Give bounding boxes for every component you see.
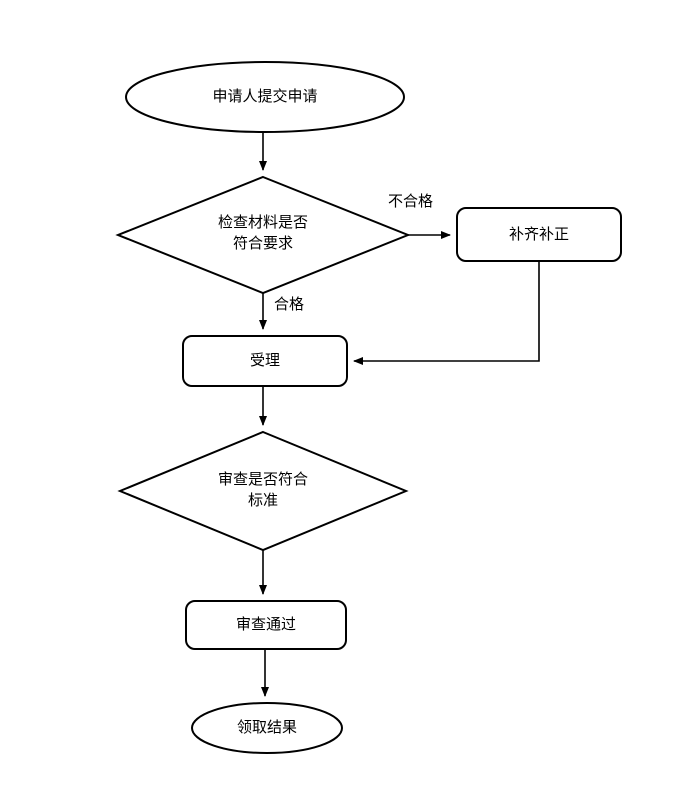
edge-label-bu-he-ge: 不合格 bbox=[388, 192, 434, 210]
node-accept-shape[interactable] bbox=[182, 335, 348, 387]
node-check-materials-shape[interactable] bbox=[115, 175, 411, 295]
edge-label-he-ge: 合格 bbox=[274, 295, 305, 313]
node-start-shape[interactable] bbox=[125, 61, 405, 133]
node-supplement-shape[interactable] bbox=[456, 207, 622, 262]
node-review-passed-shape[interactable] bbox=[185, 600, 347, 650]
node-review-standard-shape[interactable] bbox=[117, 430, 409, 552]
node-end-shape[interactable] bbox=[191, 702, 343, 754]
edge-supplement-to-accept bbox=[353, 261, 540, 365]
